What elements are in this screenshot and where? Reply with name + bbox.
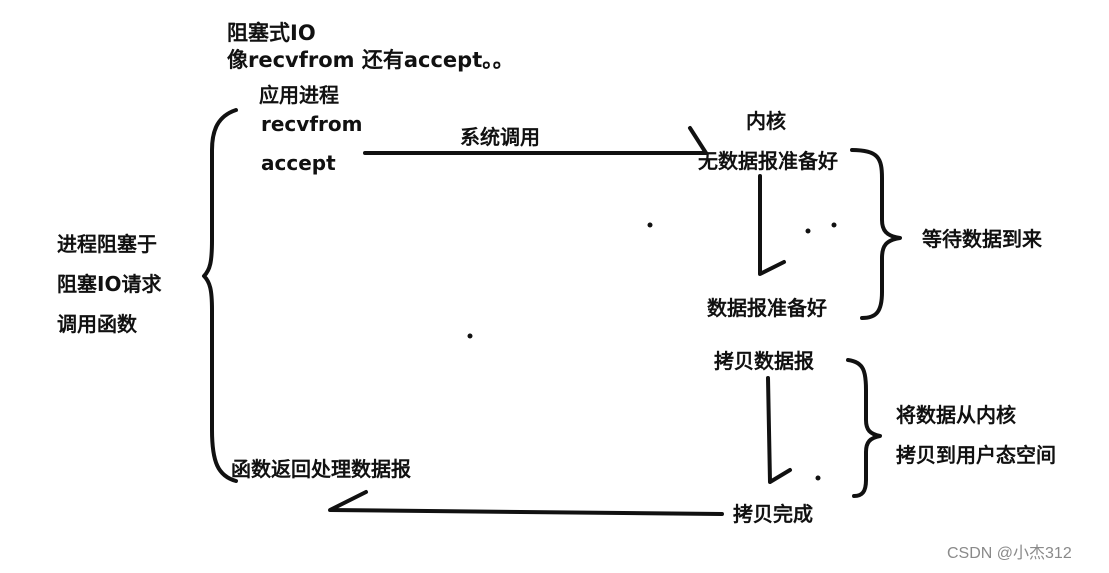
wait-stroke [758,174,786,276]
left-brace [202,108,238,483]
left-note-line-2: 阻塞IO请求 [57,272,162,296]
kernel-heading: 内核 [746,109,786,133]
copy-phase-line-1: 将数据从内核 [896,403,1016,427]
dot [831,222,837,228]
diagram-title: 阻塞式IO [227,21,316,45]
kernel-datagram-ready: 数据报准备好 [707,296,827,320]
return-arrow [328,490,724,516]
csdn-watermark: CSDN @小杰312 [947,545,1072,562]
dot [815,475,821,481]
wait-brace [850,148,902,320]
kernel-copy-done: 拷贝完成 [733,502,813,526]
dot [467,333,473,339]
app-process-heading: 应用进程 [259,83,339,107]
syscall-label: 系统调用 [460,125,540,149]
copy-stroke [766,376,792,484]
left-note-line-1: 进程阻塞于 [57,232,157,256]
dot [647,222,653,228]
return-label: 函数返回处理数据报 [231,457,411,481]
copy-phase-line-2: 拷贝到用户态空间 [896,443,1056,467]
call-recvfrom: recvfrom [261,112,363,136]
kernel-no-datagram: 无数据报准备好 [698,149,838,173]
call-accept: accept [261,151,336,175]
copy-brace [846,358,882,498]
wait-phase-label: 等待数据到来 [922,227,1042,251]
diagram-subtitle: 像recvfrom 还有accept。。 [227,48,514,72]
left-note-line-3: 调用函数 [57,312,137,336]
dot [805,228,811,234]
kernel-copy-datagram: 拷贝数据报 [714,349,814,373]
syscall-arrow [363,126,708,155]
